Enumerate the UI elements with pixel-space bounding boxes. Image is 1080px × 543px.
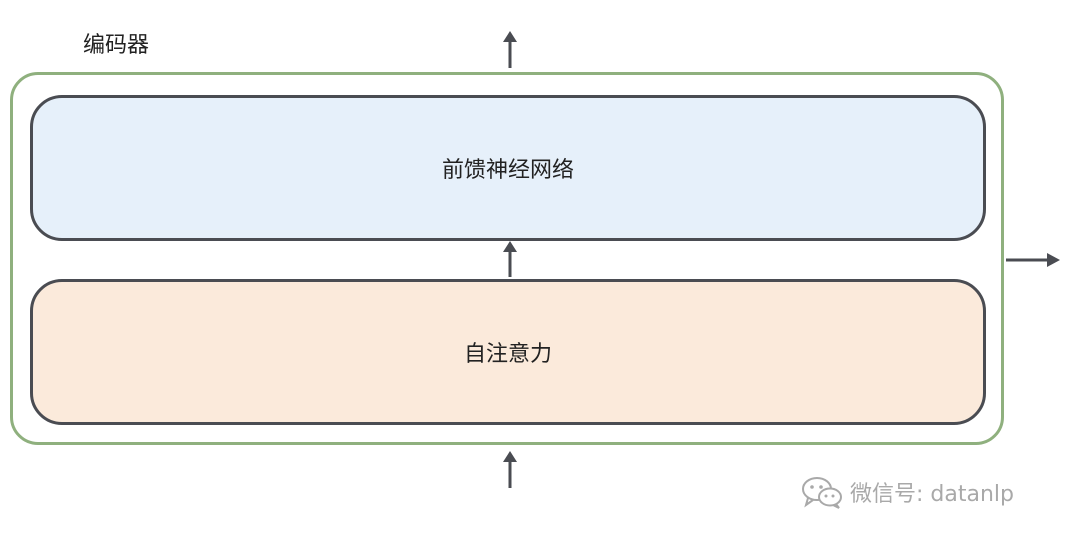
- input-up-arrow-icon: [503, 451, 517, 488]
- right-output-arrow-icon: [1006, 253, 1060, 267]
- watermark: 微信号: datanlp: [800, 474, 1014, 510]
- feed-forward-block: 前馈神经网络: [30, 95, 986, 241]
- attention-to-ffn-arrow-icon: [503, 241, 517, 277]
- wechat-icon: [802, 477, 842, 509]
- self-attention-block: 自注意力: [30, 279, 986, 425]
- feed-forward-label: 前馈神经网络: [441, 158, 574, 183]
- encoder-label: 编码器: [83, 33, 150, 58]
- output-up-arrow-icon: [503, 31, 517, 68]
- self-attention-label: 自注意力: [463, 342, 552, 367]
- watermark-text: 微信号: datanlp: [850, 482, 1014, 507]
- encoder-frame: [10, 72, 1004, 445]
